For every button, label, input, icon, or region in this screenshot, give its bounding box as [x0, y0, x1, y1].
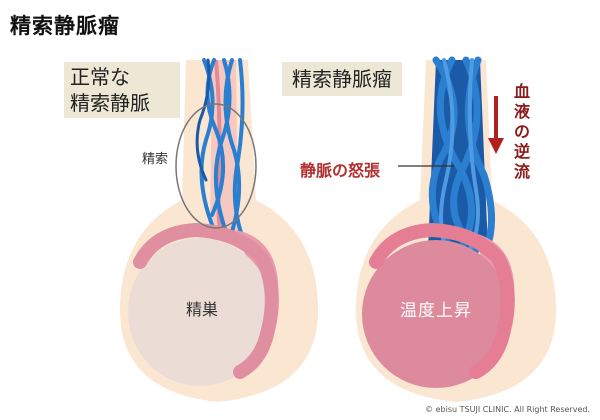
normal-veins	[195, 58, 245, 240]
varicocele-testis	[362, 222, 515, 388]
vein-dilation-label: 静脈の怒張	[300, 161, 381, 180]
normal-vein-label: 正常な 精索静脈	[64, 62, 180, 118]
varicocele-veins	[428, 56, 496, 254]
warm-testis-label: 温度上昇	[400, 301, 472, 321]
varicocele-label: 精索静脈瘤	[282, 62, 402, 96]
spermatic-cord-label: 精索	[142, 152, 169, 167]
cord-highlight-ring	[175, 103, 257, 229]
normal-testis	[128, 222, 279, 386]
normal-testis-label: 精巣	[186, 300, 219, 319]
page-title: 精索静脈瘤	[10, 14, 120, 38]
normal-label-line1: 正常な	[70, 65, 130, 89]
copyright-notice: © ebisu TSUJI CLINIC. All Right Reserved…	[425, 405, 590, 414]
blood-reflux-label: 血液の逆流	[514, 82, 531, 181]
reflux-arrow	[488, 96, 504, 154]
normal-label-line2: 精索静脈	[70, 91, 150, 115]
